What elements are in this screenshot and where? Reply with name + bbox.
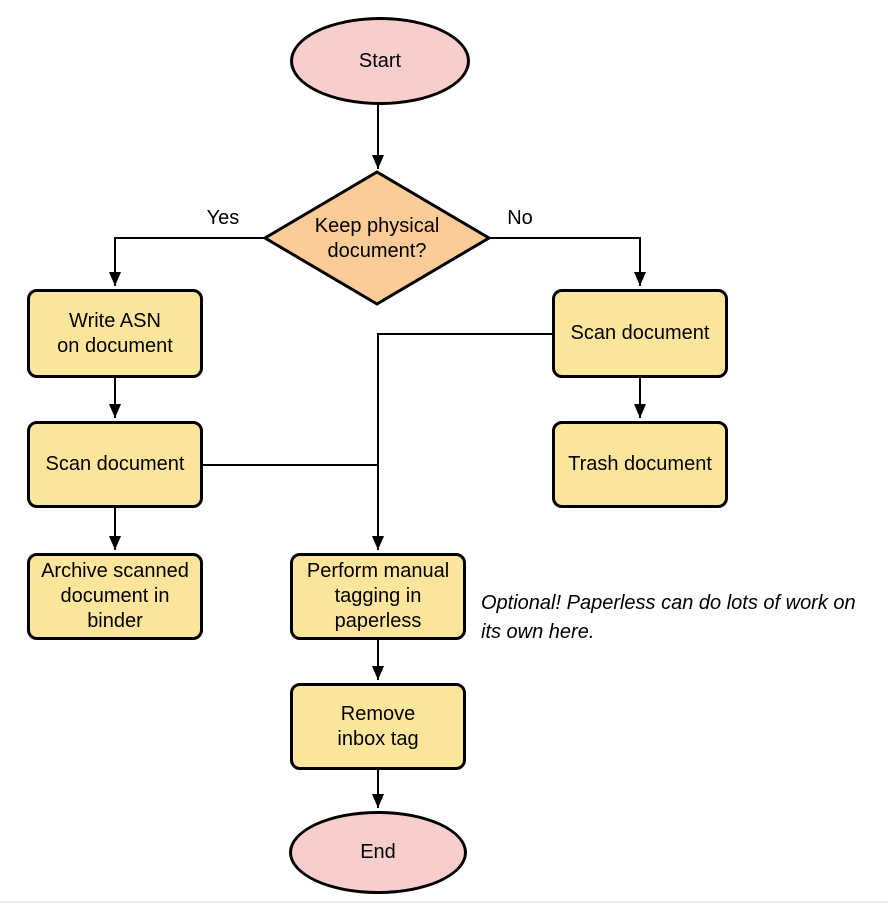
node-label: Archive scanned document in binder <box>41 560 189 632</box>
page-bottom-divider <box>0 901 888 903</box>
node-label: Remove inbox tag <box>337 702 419 750</box>
edge-decision-no-to-scan-right <box>489 237 646 286</box>
decision-diamond-shape <box>262 170 492 306</box>
scan-document-right-node: Scan document <box>552 289 728 378</box>
node-label: Start <box>358 49 402 72</box>
end-node: End <box>289 811 467 894</box>
optional-annotation-note: Optional! Paperless can do lots of work … <box>481 592 856 643</box>
remove-inbox-tag-node: Remove inbox tag <box>290 683 466 770</box>
node-label: Perform manual tagging in paperless <box>306 560 450 632</box>
node-label: End <box>360 841 396 863</box>
node-label: Write ASN on document <box>57 309 173 357</box>
edge-decision-yes-to-write-asn <box>109 237 265 286</box>
scan-document-left-node: Scan document <box>27 421 203 508</box>
node-label: Scan document <box>570 322 710 344</box>
no-edge-label: No <box>507 207 533 229</box>
node-label: Trash document <box>568 453 712 475</box>
edge-scan-right-to-tagging <box>372 333 552 550</box>
start-node: Start <box>290 17 470 105</box>
yes-edge-label: Yes <box>206 207 240 229</box>
decision-node-label: Keep physical document? <box>314 215 440 262</box>
manual-tagging-node: Perform manual tagging in paperless <box>290 553 466 640</box>
archive-document-node: Archive scanned document in binder <box>27 553 203 640</box>
write-asn-node: Write ASN on document <box>27 289 203 378</box>
node-label: Scan document <box>45 453 185 475</box>
trash-document-node: Trash document <box>552 421 728 508</box>
